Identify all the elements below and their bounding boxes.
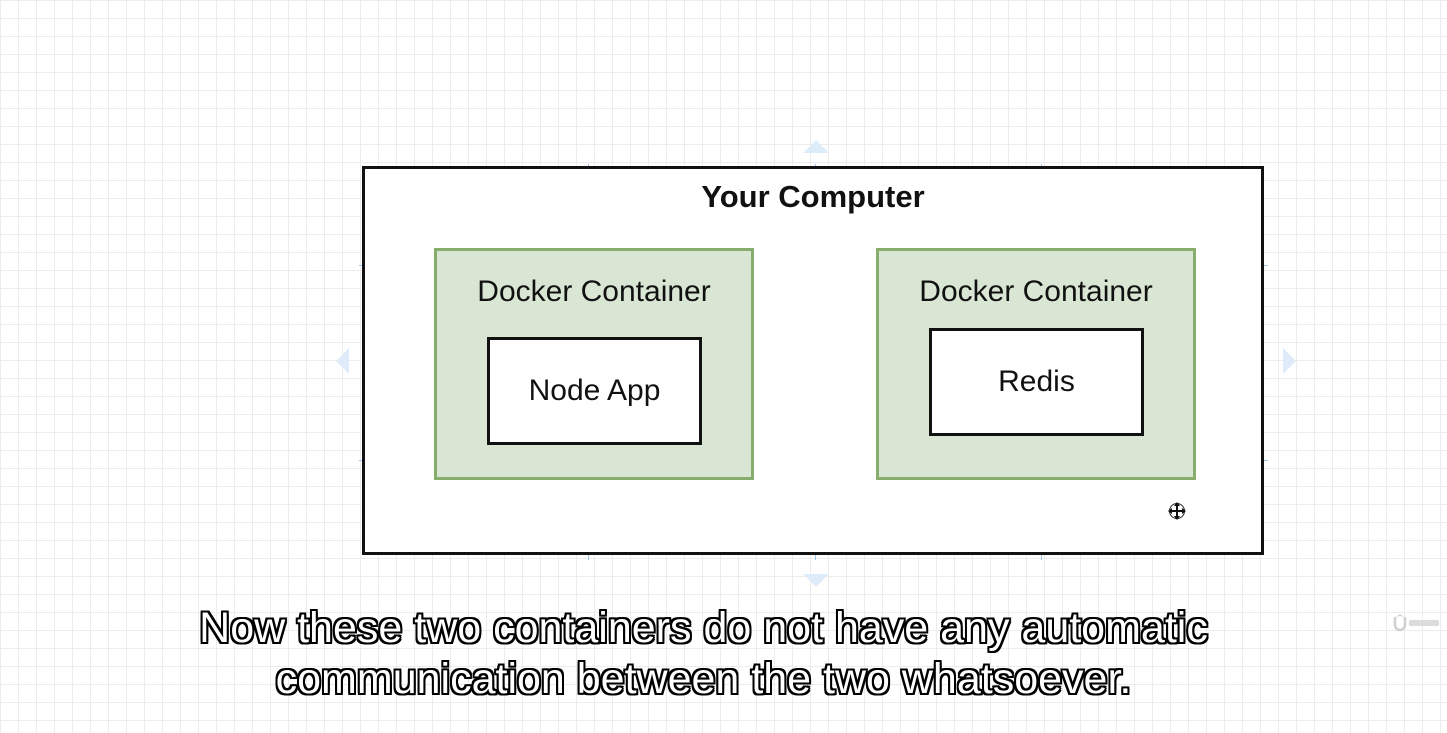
selection-handle[interactable] [1041, 554, 1042, 560]
resize-arrow-down-icon[interactable] [803, 574, 829, 587]
resize-arrow-up-icon[interactable] [803, 140, 829, 153]
resize-arrow-left-icon[interactable] [336, 348, 349, 374]
caption-line-1: Now these two containers do not have any… [199, 604, 1208, 652]
docker-container-label: Docker Container [477, 275, 711, 308]
docker-container-redis[interactable]: Docker Container Redis [876, 248, 1196, 480]
subtitle-caption: Now these two containers do not have any… [0, 603, 1407, 705]
your-computer-box[interactable]: Your Computer Docker Container Node App … [362, 166, 1264, 555]
redis-box[interactable]: Redis [929, 328, 1144, 436]
docker-container-node[interactable]: Docker Container Node App [434, 248, 754, 480]
selection-handle[interactable] [1262, 460, 1268, 461]
resize-arrow-right-icon[interactable] [1283, 348, 1296, 374]
docker-container-label: Docker Container [919, 275, 1153, 308]
selection-handle[interactable] [815, 554, 816, 560]
move-cursor-icon [1168, 502, 1186, 520]
selection-handle[interactable] [588, 554, 589, 560]
node-app-box[interactable]: Node App [487, 337, 702, 445]
caption-line-2: communication between the two whatsoever… [275, 655, 1132, 703]
redis-label: Redis [998, 365, 1075, 398]
selection-handle[interactable] [1262, 265, 1268, 266]
udemy-logo-icon [1392, 612, 1442, 637]
node-app-label: Node App [528, 374, 661, 407]
computer-title: Your Computer [701, 179, 925, 214]
